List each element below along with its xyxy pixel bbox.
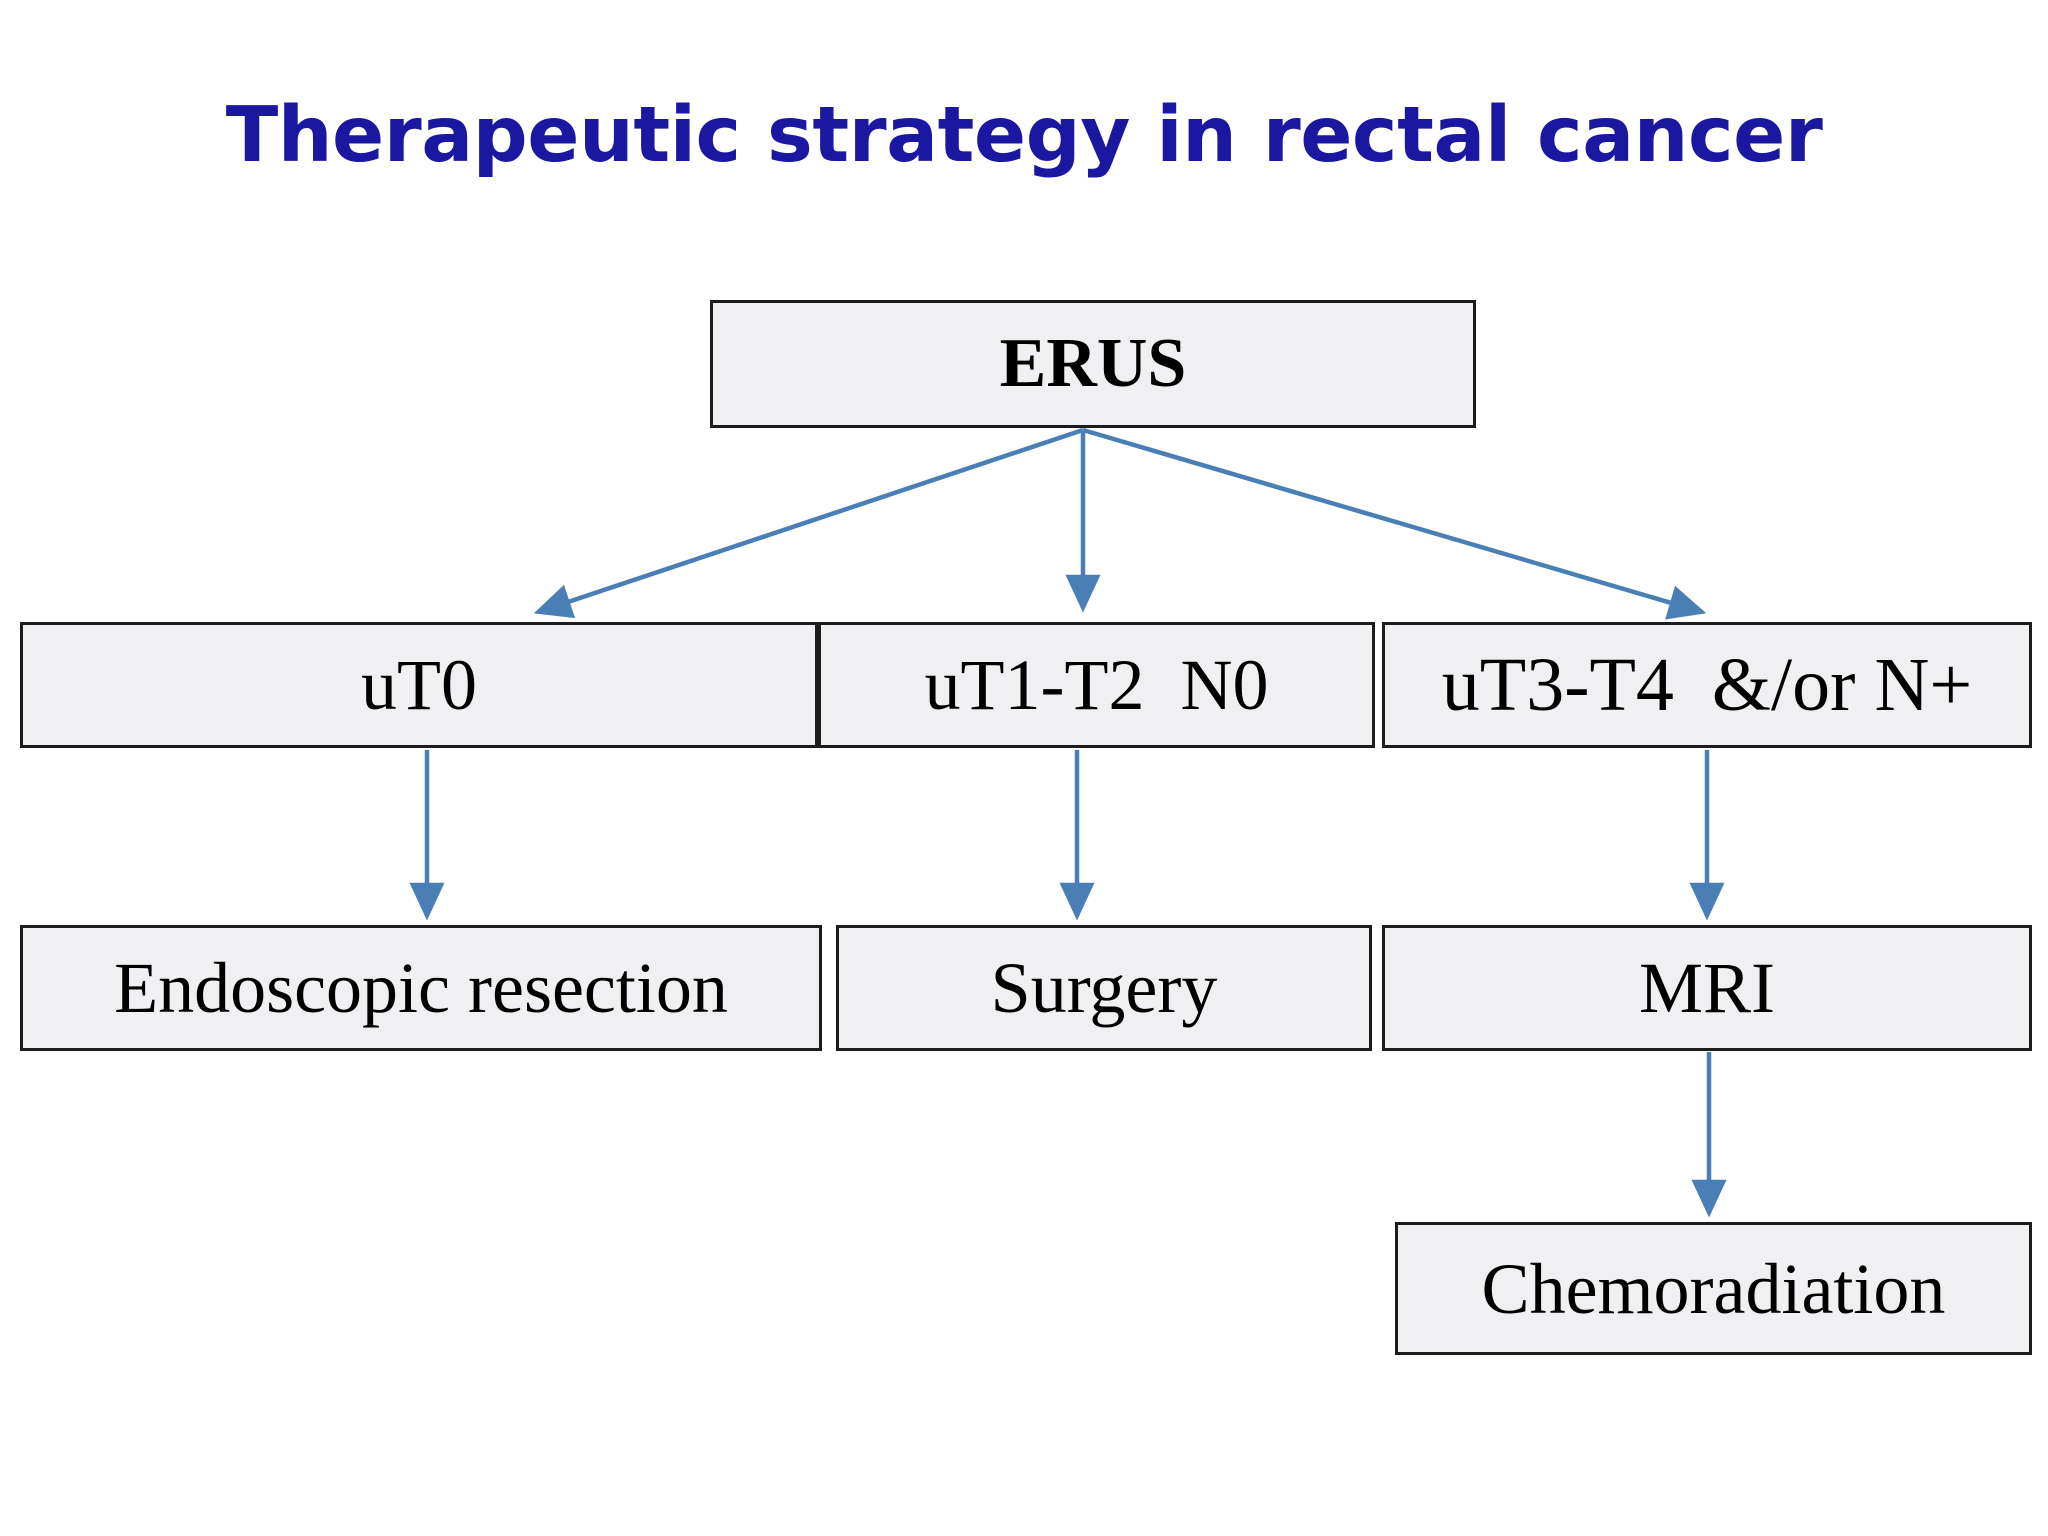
page-title: Therapeutic strategy in rectal cancer	[225, 91, 1823, 180]
node-mri[interactable]: MRI	[1382, 925, 2032, 1051]
node-ut3-t4-or-n-plus[interactable]: uT3-T4 &/or N+	[1382, 622, 2032, 748]
node-endoscopic-resection[interactable]: Endoscopic resection	[20, 925, 822, 1051]
node-erus[interactable]: ERUS	[710, 300, 1476, 428]
node-surgery[interactable]: Surgery	[836, 925, 1372, 1051]
node-ut0[interactable]: uT0	[20, 622, 818, 748]
edge-erus-to-ut0	[533, 427, 1084, 619]
node-ut1-t2-n0[interactable]: uT1-T2 N0	[818, 622, 1375, 748]
node-chemoradiation[interactable]: Chemoradiation	[1395, 1222, 2032, 1355]
edge-erus-to-ut3t4	[1082, 427, 1707, 620]
